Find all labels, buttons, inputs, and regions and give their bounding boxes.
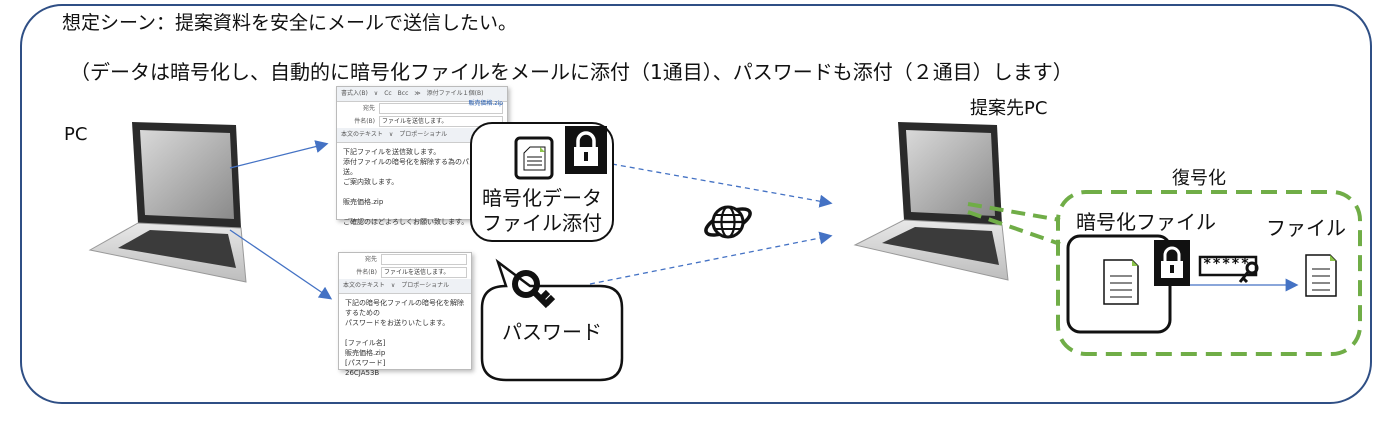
mail1-subject-label: 件名(B): [354, 117, 375, 125]
mail1-to-field[interactable]: [379, 103, 503, 114]
arrow-to-mail1: [229, 140, 329, 169]
mail1-attachment[interactable]: 販売価格.zip: [468, 100, 503, 107]
scene-subtitle: （データは暗号化し、自動的に暗号化ファイルをメールに添付（1通目）、パスワードも…: [70, 60, 1073, 84]
sender-label: PC: [64, 124, 88, 145]
arrow-to-mail2: [229, 229, 333, 300]
mail2-format-bar: 本文のテキスト ∨ プロポーショナル: [339, 279, 471, 294]
decrypt-label: 復号化: [1172, 168, 1226, 189]
receiver-laptop-icon: [853, 122, 1009, 281]
sender-laptop-icon: [88, 122, 247, 283]
dashed-arrow-mail1: [611, 163, 833, 208]
encrypted-file-label: 暗号化ファイル: [1076, 210, 1216, 234]
mail2-subject-field[interactable]: ファイルを送信します。: [381, 267, 467, 278]
attach-callout-line2: ファイル添付: [482, 211, 602, 235]
mail1-toolbar: 書式入(B) ∨ Cc Bcc ≫ 添付ファイル１個(B): [337, 87, 507, 102]
encrypted-file-box: [1066, 234, 1172, 334]
mail1-format-bar: 本文のテキスト ∨ プロポーショナル: [337, 128, 507, 143]
mail2-to-label: 宛先: [364, 255, 377, 263]
mail1-body[interactable]: 下記ファイルを送信致します。 添付ファイルの暗号化を解除する為のパスワード 送。…: [343, 148, 497, 226]
mail1-to-label: 宛先: [362, 104, 375, 112]
mail2-window: 宛先 件名(B) ファイルを送信します。 本文のテキスト ∨ プロポーショナル 下…: [338, 252, 472, 377]
password-callout-text: パスワード: [502, 320, 602, 344]
globe-icon: [704, 205, 752, 239]
attach-callout-line1: 暗号化データ: [482, 186, 602, 210]
scene-frame: [20, 4, 1372, 404]
receiver-label: 提案先PC: [970, 98, 1048, 119]
scene-title: 想定シーン：提案資料を安全にメールで送信したい。: [62, 12, 518, 34]
decrypt-region: [1056, 190, 1362, 356]
password-mask: *****: [1203, 256, 1251, 272]
dashed-arrow-mail2: [589, 231, 833, 285]
mail2-subject-label: 件名(B): [356, 268, 377, 276]
file-label: ファイル: [1266, 216, 1346, 240]
mail2-to-field[interactable]: [381, 254, 467, 265]
mail1-subject-field[interactable]: ファイルを送信します。: [379, 116, 503, 127]
mail2-body[interactable]: 下記の暗号化ファイルの暗号化を解除するための パスワードをお送りいたします。 […: [345, 299, 464, 377]
